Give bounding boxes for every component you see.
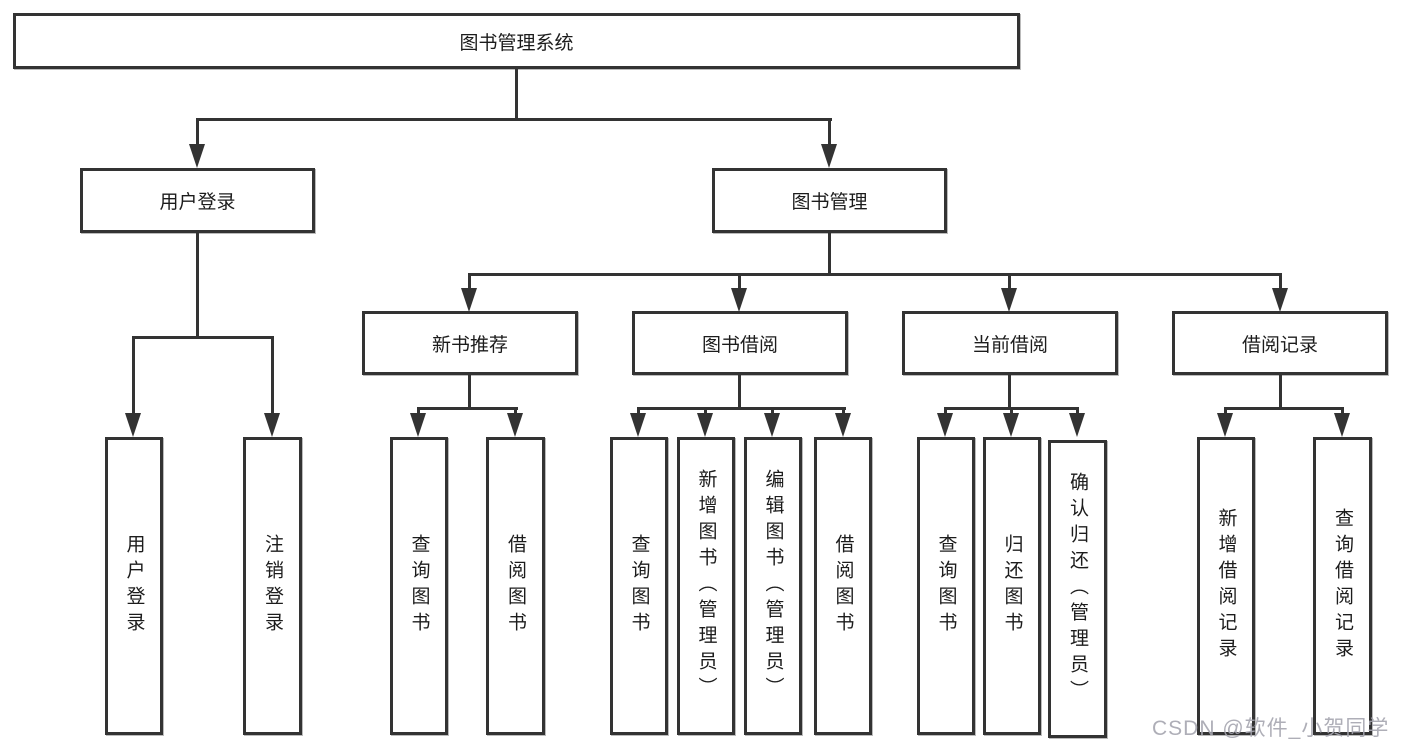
node-borrow-records: 借阅记录 xyxy=(1172,311,1388,375)
leaf-borrow-books-recommend: 借阅图书 xyxy=(486,437,545,735)
arrow-down-icon xyxy=(461,288,477,312)
connector-line xyxy=(417,407,518,410)
node-new-book-recommend: 新书推荐 xyxy=(362,311,578,375)
node-label: 用户登录 xyxy=(123,534,145,638)
arrow-down-icon xyxy=(937,413,953,437)
node-user-login: 用户登录 xyxy=(80,168,315,233)
arrow-down-icon xyxy=(697,413,713,437)
node-label: 用户登录 xyxy=(159,192,236,213)
leaf-edit-books-admin: 编辑图书（管理员） xyxy=(744,437,802,735)
connector-line xyxy=(738,375,741,407)
node-label: 编辑图书（管理员） xyxy=(762,469,784,703)
connector-line xyxy=(1008,375,1011,407)
node-label: 借阅图书 xyxy=(505,534,526,638)
connector-line xyxy=(468,273,471,293)
node-label: 图书管理系统 xyxy=(459,32,574,54)
node-root-library-system: 图书管理系统 xyxy=(13,13,1020,69)
connector-line xyxy=(828,233,831,273)
arrow-down-icon xyxy=(125,413,141,437)
node-label: 确认归还（管理员） xyxy=(1067,472,1088,706)
leaf-return-books: 归还图书 xyxy=(983,437,1041,735)
arrow-down-icon xyxy=(764,413,780,437)
leaf-add-borrow-record: 新增借阅记录 xyxy=(1197,437,1255,735)
arrow-down-icon xyxy=(731,288,747,312)
leaf-query-books-current: 查询图书 xyxy=(917,437,975,735)
connector-line xyxy=(1224,407,1344,410)
node-current-borrow: 当前借阅 xyxy=(902,311,1118,375)
connector-line xyxy=(1279,273,1282,293)
leaf-borrow-books: 借阅图书 xyxy=(814,437,872,735)
leaf-query-borrow-record: 查询借阅记录 xyxy=(1313,437,1372,735)
connector-line xyxy=(515,69,518,118)
node-label: 查询图书 xyxy=(628,534,650,638)
leaf-logout: 注销登录 xyxy=(243,437,302,735)
node-label: 查询图书 xyxy=(935,534,957,638)
node-label: 新增借阅记录 xyxy=(1215,508,1237,664)
arrow-down-icon xyxy=(1069,413,1085,437)
leaf-query-books-borrow: 查询图书 xyxy=(610,437,668,735)
connector-line xyxy=(271,336,274,416)
node-label: 借阅图书 xyxy=(832,534,854,638)
node-label: 新增图书（管理员） xyxy=(695,469,717,703)
arrow-down-icon xyxy=(1003,413,1019,437)
arrow-down-icon xyxy=(410,413,426,437)
node-label: 图书借阅 xyxy=(701,334,778,356)
leaf-add-books-admin: 新增图书（管理员） xyxy=(677,437,735,735)
connector-line xyxy=(132,336,274,339)
connector-line xyxy=(196,233,199,338)
arrow-down-icon xyxy=(1334,413,1350,437)
connector-line xyxy=(196,118,832,121)
arrow-down-icon xyxy=(1217,413,1233,437)
connector-line xyxy=(738,273,741,293)
connector-line xyxy=(828,118,831,150)
node-label: 注销登录 xyxy=(262,534,283,638)
node-label: 借阅记录 xyxy=(1241,334,1318,356)
node-label: 图书管理 xyxy=(791,192,868,213)
leaf-confirm-return-admin: 确认归还（管理员） xyxy=(1048,440,1107,738)
connector-line xyxy=(637,407,846,410)
connector-line xyxy=(468,375,471,407)
leaf-user-login: 用户登录 xyxy=(105,437,163,735)
node-book-borrow: 图书借阅 xyxy=(632,311,848,375)
leaf-query-books-recommend: 查询图书 xyxy=(390,437,448,735)
arrow-down-icon xyxy=(835,413,851,437)
csdn-watermark: CSDN @软件_小贺同学 xyxy=(1152,717,1390,740)
node-label: 查询图书 xyxy=(408,534,430,638)
arrow-down-icon xyxy=(1272,288,1288,312)
connector-line xyxy=(196,118,199,150)
node-label: 当前借阅 xyxy=(971,334,1048,356)
arrow-down-icon xyxy=(189,144,205,168)
connector-line xyxy=(132,336,135,416)
node-label: 查询借阅记录 xyxy=(1332,508,1353,664)
arrow-down-icon xyxy=(264,413,280,437)
connector-line xyxy=(1008,273,1011,293)
connector-line xyxy=(1279,375,1282,407)
node-book-management: 图书管理 xyxy=(712,168,947,233)
arrow-down-icon xyxy=(507,413,523,437)
arrow-down-icon xyxy=(821,144,837,168)
node-label: 归还图书 xyxy=(1001,534,1023,638)
arrow-down-icon xyxy=(630,413,646,437)
connector-line xyxy=(468,273,1282,276)
node-label: 新书推荐 xyxy=(431,334,508,356)
arrow-down-icon xyxy=(1001,288,1017,312)
